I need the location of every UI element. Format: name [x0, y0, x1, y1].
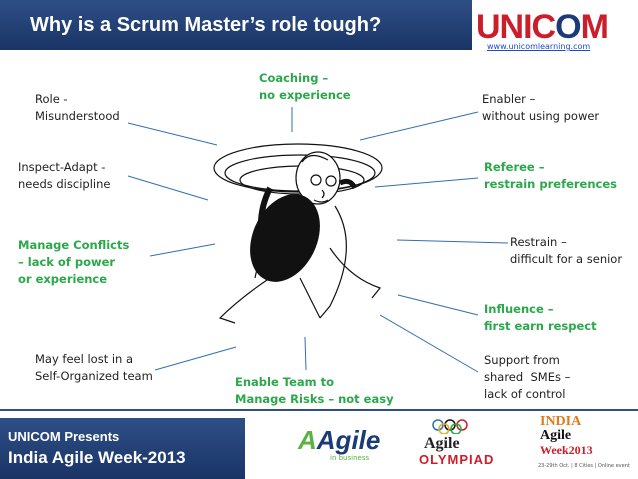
label-referee: Referee – restrain preferences: [484, 160, 618, 191]
line-restrain: [396, 239, 509, 244]
footer-bar: [0, 418, 245, 479]
olympic-rings-icon: [432, 419, 468, 434]
stressed-man-illustration: [213, 143, 383, 324]
title-bar: [0, 0, 472, 50]
line-conflicts: [149, 243, 216, 257]
label-coaching: Coaching – no experience: [259, 71, 351, 102]
line-enabler: [359, 111, 479, 141]
footer-divider: [0, 409, 638, 411]
line-inspect: [127, 175, 209, 201]
label-manage-conflicts: Manage Conflicts – lack of power or expe…: [18, 238, 130, 286]
label-enable-team: Enable Team to Manage Risks – not easy: [235, 375, 394, 406]
olympiad-logo[interactable]: OLYMPIAD: [419, 452, 495, 467]
label-feel-lost: May feel lost in a Self-Organized team: [35, 352, 153, 383]
unicom-logo[interactable]: UNICOM: [476, 8, 609, 46]
line-referee: [374, 177, 479, 188]
agile-in-business-logo[interactable]: AAgile: [298, 425, 381, 455]
line-role: [127, 122, 218, 146]
slide-title: Why is a Scrum Master’s role tough?: [30, 14, 382, 36]
line-influence: [397, 294, 479, 316]
unicom-url-link[interactable]: www.unicomlearning.com: [487, 42, 591, 51]
footer-presents: UNICOM Presents: [8, 429, 120, 444]
label-restrain: Restrain – difficult for a senior: [510, 235, 623, 266]
label-support: Support from shared SMEs – lack of contr…: [484, 353, 571, 401]
footer-event-name: India Agile Week-2013: [8, 448, 186, 467]
line-enable: [304, 336, 307, 371]
label-enabler: Enabler – without using power: [482, 92, 600, 123]
agile-in-business-sub: in business: [330, 454, 370, 462]
olympiad-agile-text: Agile: [424, 435, 460, 452]
india-agile-week-logo[interactable]: INDIA Agile Week2013: [540, 414, 593, 458]
line-support: [379, 314, 479, 373]
line-lost: [154, 346, 237, 371]
label-inspect-adapt: Inspect-Adapt - needs discipline: [18, 160, 111, 191]
india-agile-week-sub: 23-29th Oct. | 8 Cities | Online event: [538, 463, 630, 469]
label-role: Role - Misunderstood: [35, 92, 120, 123]
label-influence: Influence – first earn respect: [484, 302, 597, 333]
